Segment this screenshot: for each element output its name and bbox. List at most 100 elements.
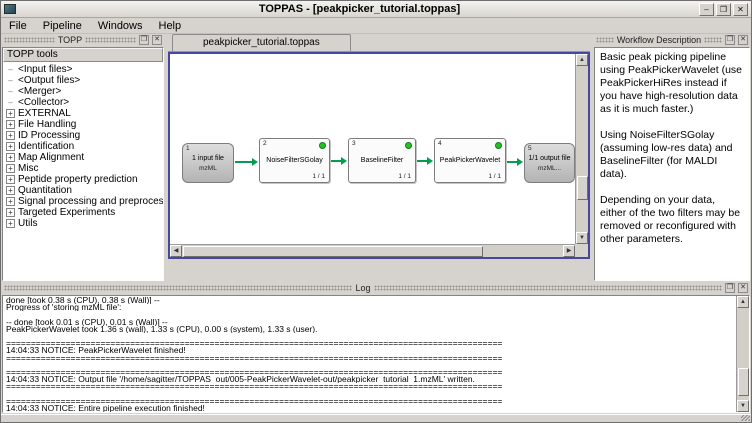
topp-tools-tree: –<Input files>–<Output files>–<Merger>–<… xyxy=(3,62,163,280)
pipeline-edge-arrow xyxy=(427,157,433,165)
topp-tree-item[interactable]: –<Output files> xyxy=(3,75,163,86)
menu-pipeline[interactable]: Pipeline xyxy=(42,19,82,32)
scroll-up-icon[interactable]: ▲ xyxy=(737,296,749,308)
pipeline-edge[interactable] xyxy=(417,160,428,162)
node-number: 1 xyxy=(186,145,190,152)
log-titlebar[interactable]: Log ❐ ✕ xyxy=(1,282,751,294)
scroll-down-icon[interactable]: ▼ xyxy=(737,400,749,412)
workflow-description-text[interactable]: Basic peak picking pipeline using PeakPi… xyxy=(595,48,749,280)
close-panel-icon[interactable]: ✕ xyxy=(738,35,749,45)
log-line: 14:04:33 NOTICE: PeakPickerWavelet finis… xyxy=(6,347,186,355)
topp-tree-item[interactable]: +File Handling xyxy=(3,119,163,130)
topp-tree-item[interactable]: –<Collector> xyxy=(3,97,163,108)
topp-tree-item[interactable]: +Misc xyxy=(3,163,163,174)
vertical-scroll-thumb[interactable] xyxy=(738,368,749,396)
scroll-right-icon[interactable]: ▶ xyxy=(563,245,575,257)
topp-tree-item[interactable]: +ID Processing xyxy=(3,130,163,141)
topp-panel-titlebar[interactable]: TOPP ❐ ✕ xyxy=(1,34,165,46)
node-sublabel: mzML... xyxy=(537,164,562,172)
title-bar[interactable]: TOPPAS - [peakpicker_tutorial.toppas] – … xyxy=(1,1,751,18)
expand-icon[interactable]: + xyxy=(6,164,15,173)
minimize-button[interactable]: – xyxy=(699,2,714,16)
tab-peakpicker-tutorial[interactable]: peakpicker_tutorial.toppas xyxy=(172,34,351,51)
log-lines: done [took 0.38 s (CPU), 0.38 s (Wall)] … xyxy=(6,297,734,412)
description-paragraph: Basic peak picking pipeline using PeakPi… xyxy=(600,51,743,115)
tree-item-label: Identification xyxy=(18,141,75,152)
topp-tree-item[interactable]: +Identification xyxy=(3,141,163,152)
node-sublabel: mzML xyxy=(199,164,217,172)
workflow-description-box: Basic peak picking pipeline using PeakPi… xyxy=(594,47,750,281)
expand-icon[interactable]: + xyxy=(6,120,15,129)
tree-item-label: <Output files> xyxy=(18,75,81,86)
workflow-description-titlebar[interactable]: Workflow Description ❐ ✕ xyxy=(593,34,751,46)
topp-tree-item[interactable]: –<Input files> xyxy=(3,64,163,75)
node-label: NoiseFilterSGolay xyxy=(266,157,323,164)
scroll-up-icon[interactable]: ▲ xyxy=(576,54,588,66)
expand-icon[interactable]: + xyxy=(6,186,15,195)
pipeline-edge[interactable] xyxy=(507,161,518,163)
pipeline-edge-arrow xyxy=(341,157,347,165)
status-ok-icon xyxy=(405,142,412,149)
log-line: 14:04:33 NOTICE: Output file '/home/sagi… xyxy=(6,376,475,384)
tree-item-label: Map Alignment xyxy=(18,152,85,163)
canvas-horizontal-scrollbar[interactable]: ◀ ▶ xyxy=(170,244,575,257)
close-panel-icon[interactable]: ✕ xyxy=(152,35,162,45)
scroll-down-icon[interactable]: ▼ xyxy=(576,232,588,244)
tree-item-label: Utils xyxy=(18,218,38,229)
canvas-vertical-scrollbar[interactable]: ▲ ▼ xyxy=(575,54,588,244)
expand-icon[interactable]: + xyxy=(6,142,15,151)
topp-tree-item[interactable]: +Map Alignment xyxy=(3,152,163,163)
vertical-scroll-thumb[interactable] xyxy=(577,176,588,200)
tree-item-label: File Handling xyxy=(18,119,77,130)
topp-tree-item[interactable]: +Targeted Experiments xyxy=(3,207,163,218)
node-progress: 1 / 1 xyxy=(312,173,325,180)
log-line: Progress of 'storing mzML file': xyxy=(6,304,122,312)
topp-tools-header[interactable]: TOPP tools xyxy=(3,48,163,62)
node-number: 2 xyxy=(263,140,267,147)
close-panel-icon[interactable]: ✕ xyxy=(738,283,748,293)
float-panel-icon[interactable]: ❐ xyxy=(725,283,735,293)
scroll-left-icon[interactable]: ◀ xyxy=(170,245,182,257)
expand-icon[interactable]: + xyxy=(6,175,15,184)
expand-icon[interactable]: + xyxy=(6,219,15,228)
horizontal-scroll-thumb[interactable] xyxy=(183,246,483,257)
menu-file[interactable]: File xyxy=(9,19,27,32)
tree-item-label: Signal processing and preprocessing xyxy=(18,196,163,207)
menu-windows[interactable]: Windows xyxy=(97,19,143,32)
topp-tree-item[interactable]: +Peptide property prediction xyxy=(3,174,163,185)
pipeline-edge[interactable] xyxy=(235,161,253,163)
log-panel: Log ❐ ✕ done [took 0.38 s (CPU), 0.38 s … xyxy=(1,282,751,414)
topp-tree-item[interactable]: +Utils xyxy=(3,218,163,229)
topp-tree-item[interactable]: +Signal processing and preprocessing xyxy=(3,196,163,207)
status-ok-icon xyxy=(495,142,502,149)
description-paragraph: Depending on your data, either of the tw… xyxy=(600,194,741,245)
float-panel-icon[interactable]: ❐ xyxy=(725,35,736,45)
close-button[interactable]: ✕ xyxy=(733,2,748,16)
float-panel-icon[interactable]: ❐ xyxy=(139,35,149,45)
resize-grip[interactable] xyxy=(741,415,750,421)
menu-help[interactable]: Help xyxy=(158,19,182,32)
topp-tree-item[interactable]: +EXTERNAL xyxy=(3,108,163,119)
topp-tree-item[interactable]: +Quantitation xyxy=(3,185,163,196)
maximize-button[interactable]: ❐ xyxy=(716,2,731,16)
expand-icon[interactable]: + xyxy=(6,208,15,217)
log-line: PeakPickerWavelet took 1.36 s (wall), 1.… xyxy=(6,325,318,334)
expand-icon[interactable]: + xyxy=(6,197,15,206)
topp-panel-title: TOPP xyxy=(57,35,83,45)
dock-handle xyxy=(704,37,723,43)
expand-icon[interactable]: + xyxy=(6,153,15,162)
log-vertical-scrollbar[interactable]: ▲ ▼ xyxy=(736,296,749,412)
tree-item-label: Quantitation xyxy=(18,185,72,196)
pipeline-edge[interactable] xyxy=(331,160,342,162)
expand-icon[interactable]: + xyxy=(6,109,15,118)
topp-tree-item[interactable]: –<Merger> xyxy=(3,86,163,97)
log-line xyxy=(6,362,734,369)
expand-icon[interactable]: + xyxy=(6,131,15,140)
